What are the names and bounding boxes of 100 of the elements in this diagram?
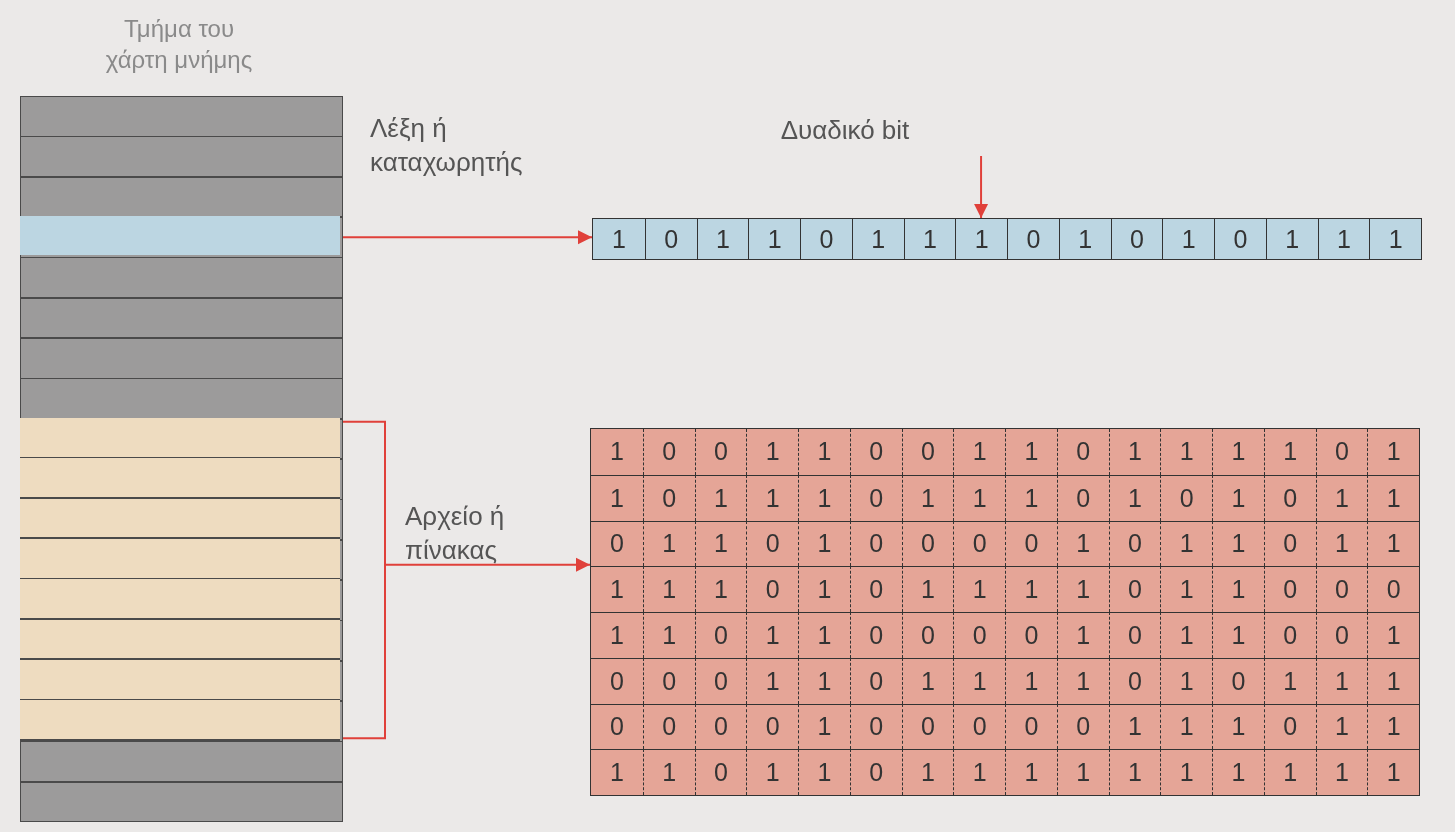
binary-digit: 0 bbox=[1263, 520, 1316, 567]
binary-digit: 1 bbox=[591, 474, 643, 521]
binary-digit: 1 bbox=[798, 657, 850, 704]
arrow bbox=[342, 420, 591, 740]
arrow bbox=[974, 155, 989, 219]
binary-digit: 0 bbox=[591, 520, 643, 567]
binary-digit: 0 bbox=[746, 566, 798, 612]
binary-digit: 0 bbox=[849, 566, 902, 612]
binary-digit: 0 bbox=[849, 520, 902, 567]
binary-digit: 1 bbox=[642, 520, 695, 567]
binary-digit: 1 bbox=[798, 566, 850, 612]
binary-digit: 1 bbox=[1160, 612, 1212, 658]
binary-digit: 1 bbox=[953, 749, 1005, 795]
binary-digit: 0 bbox=[642, 657, 695, 704]
binary-digit: 0 bbox=[1108, 520, 1161, 567]
binary-digit: 0 bbox=[901, 612, 954, 658]
binary-digit: 1 bbox=[1108, 749, 1161, 795]
binary-digit: 1 bbox=[1056, 657, 1109, 704]
binary-digit: 1 bbox=[1108, 703, 1161, 750]
binary-digit: 0 bbox=[1212, 657, 1264, 704]
binary-digit: 1 bbox=[1263, 749, 1316, 795]
binary-digit: 1 bbox=[901, 657, 954, 704]
binary-digit: 1 bbox=[746, 749, 798, 795]
binary-digit: 0 bbox=[1110, 219, 1163, 259]
binary-digit: 1 bbox=[1367, 749, 1419, 795]
binary-digit: 1 bbox=[1263, 429, 1316, 475]
binary-digit: 0 bbox=[1005, 520, 1057, 567]
binary-digit: 0 bbox=[1108, 657, 1161, 704]
binary-digit: 0 bbox=[849, 474, 902, 521]
binary-digit: 1 bbox=[1315, 520, 1368, 567]
binary-digit: 0 bbox=[800, 219, 852, 259]
binary-digit: 1 bbox=[1058, 219, 1111, 259]
memory-row-block bbox=[19, 418, 340, 741]
binary-digit: 1 bbox=[1367, 429, 1419, 475]
binary-digit: 1 bbox=[1005, 429, 1057, 475]
binary-digit: 0 bbox=[694, 612, 747, 658]
binary-digit: 1 bbox=[696, 219, 749, 259]
binary-digit: 1 bbox=[1160, 749, 1212, 795]
binary-digit: 0 bbox=[1214, 219, 1266, 259]
binary-digit: 0 bbox=[642, 703, 695, 750]
binary-digit: 0 bbox=[1005, 703, 1057, 750]
binary-digit: 1 bbox=[1265, 219, 1318, 259]
binary-digit: 1 bbox=[1367, 474, 1419, 521]
binary-digit: 1 bbox=[798, 749, 850, 795]
binary-digit: 1 bbox=[1367, 612, 1419, 658]
binary-digit: 1 bbox=[953, 657, 1005, 704]
binary-digit: 1 bbox=[1212, 520, 1264, 567]
binary-digit: 1 bbox=[1367, 657, 1419, 704]
edge-label: Λέξη ή καταχωρητής bbox=[370, 112, 524, 179]
binary-digit: 1 bbox=[1005, 566, 1057, 612]
binary-digit: 0 bbox=[953, 703, 1005, 750]
binary-digit: 0 bbox=[694, 749, 747, 795]
binary-digit: 1 bbox=[642, 612, 695, 658]
binary-digit: 1 bbox=[953, 474, 1005, 521]
binary-digit: 1 bbox=[746, 429, 798, 475]
binary-digit: 1 bbox=[1108, 429, 1161, 475]
binary-digit: 0 bbox=[849, 749, 902, 795]
binary-digit: 1 bbox=[1212, 703, 1264, 750]
binary-digit: 1 bbox=[798, 474, 850, 521]
binary-digit: 1 bbox=[746, 612, 798, 658]
binary-digit: 1 bbox=[591, 612, 643, 658]
binary-digit: 1 bbox=[1315, 657, 1368, 704]
binary-digit: 1 bbox=[1315, 703, 1368, 750]
binary-digit: 1 bbox=[1367, 703, 1419, 750]
binary-digit: 0 bbox=[1315, 429, 1368, 475]
binary-digit: 1 bbox=[1369, 219, 1421, 259]
binary-digit: 1 bbox=[1056, 749, 1109, 795]
binary-digit: 1 bbox=[1056, 520, 1109, 567]
binary-digit: 1 bbox=[1212, 749, 1264, 795]
binary-digit: 1 bbox=[798, 703, 850, 750]
binary-digit: 1 bbox=[1160, 703, 1212, 750]
binary-digit: 1 bbox=[798, 429, 850, 475]
binary-digit: 0 bbox=[1263, 612, 1316, 658]
edge-label: Αρχείο ή πίνακας bbox=[405, 500, 506, 567]
binary-digit: 0 bbox=[1263, 474, 1316, 521]
binary-digit: 1 bbox=[1160, 566, 1212, 612]
binary-digit: 1 bbox=[1315, 474, 1368, 521]
binary-digit: 0 bbox=[1263, 703, 1316, 750]
binary-digit: 1 bbox=[1005, 749, 1057, 795]
binary-digit: 0 bbox=[694, 429, 747, 475]
binary-digit: 1 bbox=[1056, 566, 1109, 612]
binary-digit: 0 bbox=[694, 703, 747, 750]
binary-digit: 0 bbox=[746, 703, 798, 750]
binary-digit: 1 bbox=[903, 219, 956, 259]
binary-digit: 1 bbox=[642, 749, 695, 795]
binary-digit: 1 bbox=[1212, 429, 1264, 475]
binary-digit: 1 bbox=[955, 219, 1007, 259]
binary-digit: 0 bbox=[849, 612, 902, 658]
binary-digit: 1 bbox=[642, 566, 695, 612]
binary-digit: 1 bbox=[1160, 429, 1212, 475]
binary-digit: 1 bbox=[1162, 219, 1214, 259]
binary-digit: 1 bbox=[591, 749, 643, 795]
bit-label: Δυαδικό bit bbox=[779, 114, 911, 147]
binary-digit: 0 bbox=[1007, 219, 1059, 259]
binary-digit: 1 bbox=[901, 474, 954, 521]
binary-digit: 0 bbox=[901, 703, 954, 750]
binary-digit: 1 bbox=[1108, 474, 1161, 521]
binary-digit: 1 bbox=[953, 566, 1005, 612]
binary-digit: 0 bbox=[642, 474, 695, 521]
binary-digit: 0 bbox=[901, 429, 954, 475]
